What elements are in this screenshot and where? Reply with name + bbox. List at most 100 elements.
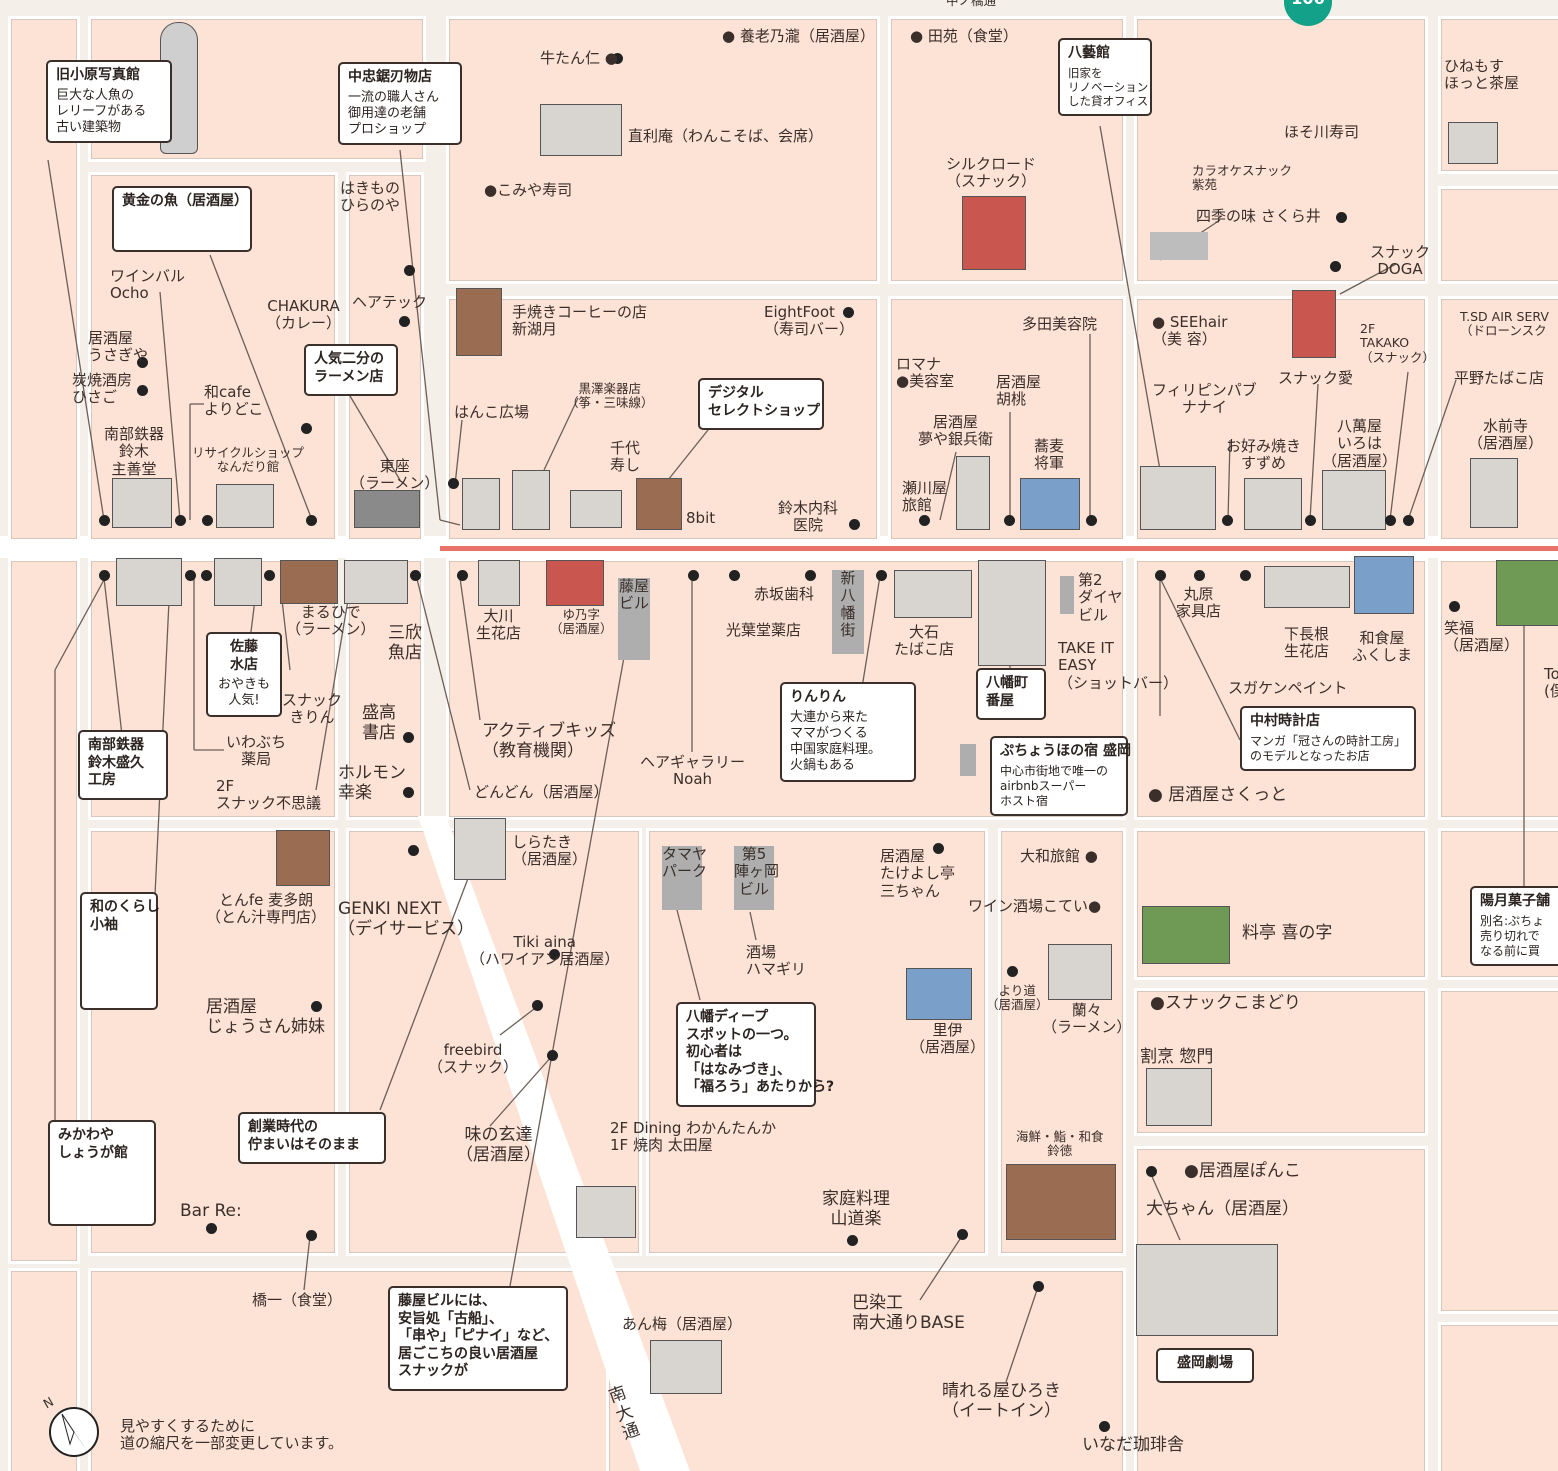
building-icon: [456, 288, 502, 356]
place-marker: [1385, 515, 1396, 526]
place-hamagiri: 酒場 ハマギリ: [746, 943, 807, 979]
block: [446, 16, 880, 284]
building-icon: [1322, 470, 1386, 530]
callout-sato-mizu: 佐藤 水店おやきも 人気!: [206, 632, 282, 717]
place-activekids: アクティブキッズ （教育機関）: [482, 721, 617, 761]
building-icon: [1448, 122, 1498, 164]
callout-digital: デジタル セレクトショップ: [698, 378, 824, 430]
building-icon: [1140, 466, 1216, 530]
place-tsd: T.SD AIR SERV （ドローンスク: [1460, 309, 1549, 339]
building-icon: [1006, 1164, 1116, 1240]
callout-wanokurashi: 和のくらし 小袖: [80, 892, 160, 1010]
place-usagiya: 居酒屋 うさぎや: [88, 329, 149, 365]
place-marker: [1240, 570, 1251, 581]
building-icon: [116, 558, 182, 606]
building-icon: [650, 1340, 722, 1394]
place-marker: [408, 845, 419, 856]
place-marker: [957, 1229, 968, 1240]
place-tada: 多田美容院: [1022, 315, 1098, 333]
callout-banya: 八幡町 番屋: [976, 668, 1046, 720]
callout-ougon: 黄金の魚（居酒屋）: [112, 186, 252, 252]
place-souman: 割烹 惣門: [1140, 1047, 1214, 1067]
place-suzume: お好み焼き すずめ: [1226, 437, 1302, 473]
place-yamato: 大和旅館 ●: [1020, 847, 1098, 865]
callout-ninki: 人気二分の ラーメン店: [304, 344, 398, 396]
callout-nakamura: 中村時計店マンガ「冠さんの時計工房」 のモデルとなったお店: [1240, 706, 1416, 771]
place-yumegin: 居酒屋 夢や銀兵衛: [918, 413, 994, 449]
lot-icon: [960, 744, 976, 776]
place-to: To (俣: [1544, 665, 1558, 701]
callout-morioka-gekijo: 盛岡劇場: [1156, 1348, 1254, 1383]
place-iwabuchi: いわぶち 薬局: [226, 733, 287, 769]
banya-tower-icon: [978, 560, 1046, 666]
lot-icon: [1060, 576, 1074, 614]
place-horumon: ホルモン 幸楽: [338, 763, 406, 803]
place-ranran: 蘭々 （ラーメン）: [1042, 1001, 1132, 1037]
place-maruhara: 丸原 家具店: [1176, 585, 1222, 621]
building-icon: [216, 484, 274, 528]
callout-nambu2: 南部鉄器 鈴木盛久 工房: [78, 730, 168, 800]
place-kaisen: 海鮮・鮨・和食 鈴徳: [1016, 1129, 1104, 1159]
place-dondon: どんどん（居酒屋）: [474, 783, 609, 801]
place-hairtec: ヘアテック: [352, 293, 428, 311]
building-icon: [344, 560, 408, 604]
place-daichan: 大ちゃん（居酒屋）: [1146, 1199, 1299, 1219]
place-marker: [549, 949, 560, 960]
callout-rinrin: りんりん大連から来た ママがつくる 中国家庭料理。 火鍋もある: [780, 682, 916, 782]
place-marker: [876, 570, 887, 581]
place-nambu1: 南部鉄器 鈴木 主善堂: [104, 425, 165, 478]
place-komadori: ●スナックこまどり: [1150, 993, 1301, 1013]
callout-puchouhoyado: ぷちょうほの宿 盛岡中心市街地で唯一の airbnbスーパー ホスト宿: [990, 736, 1131, 816]
place-komiya: ●こみや寿司: [484, 181, 573, 199]
building-icon: [354, 490, 420, 528]
place-marker: [403, 787, 414, 798]
building-icon: [570, 490, 622, 528]
place-marker: [688, 570, 699, 581]
place-marker: [919, 515, 930, 526]
building-icon: [1244, 478, 1302, 530]
callout-sougyou: 創業時代の 佇まいはそのまま: [238, 1112, 386, 1164]
place-marker: [448, 478, 459, 489]
top-street-label: 中ノ橋通: [946, 0, 997, 8]
place-recycle: リサイクルショップ なんだり館: [192, 445, 304, 475]
place-marker: [457, 570, 468, 581]
place-sakutto: ● 居酒屋さくっと: [1148, 785, 1288, 805]
building-icon: [280, 560, 338, 604]
place-naorian: 直利庵（わんこそば、会席）: [628, 127, 824, 145]
place-yorido: 和cafe よりどこ: [204, 383, 264, 419]
block: [346, 828, 642, 1256]
place-marker: [1086, 515, 1097, 526]
place-marker: [1004, 515, 1015, 526]
place-marker: [612, 53, 623, 64]
building-icon: [214, 558, 262, 606]
place-marker: [847, 1235, 858, 1246]
place-marker: [175, 515, 186, 526]
place-barre: Bar Re:: [180, 1201, 242, 1221]
callout-mikawaya: みかわや しょうが館: [48, 1120, 156, 1226]
place-marker: [201, 570, 212, 581]
place-noah: ヘアギャラリー Noah: [640, 753, 746, 789]
place-marker: [532, 1000, 543, 1011]
place-hisago: 炭焼酒房 ひさご: [72, 371, 133, 407]
place-marker: [1403, 515, 1414, 526]
building-icon: [576, 1186, 636, 1238]
place-ryotei: 料亭 喜の字: [1242, 923, 1333, 943]
theater-icon: [1136, 1244, 1278, 1336]
building-icon: [454, 818, 506, 880]
place-marker: [849, 519, 860, 530]
place-shirataki: しらたき （居酒屋）: [512, 833, 588, 869]
place-shimonagane: 下長根 生花店: [1284, 625, 1330, 661]
tamaya-park: タマヤ パーク: [662, 845, 707, 910]
place-marker: [1330, 261, 1341, 272]
place-marker: [410, 570, 421, 581]
place-emifuku: 笑福 （居酒屋）: [1444, 619, 1520, 655]
place-marker: [99, 515, 110, 526]
place-marker: [1222, 515, 1233, 526]
building-icon: [636, 478, 682, 530]
place-katei: 家庭料理 山道楽: [822, 1189, 890, 1229]
block: [1438, 988, 1558, 1314]
callout-chuchu: 中忠鋸刃物店一流の職人さん 御用達の老舗 プロショップ: [338, 62, 462, 146]
building-icon: [962, 196, 1026, 270]
